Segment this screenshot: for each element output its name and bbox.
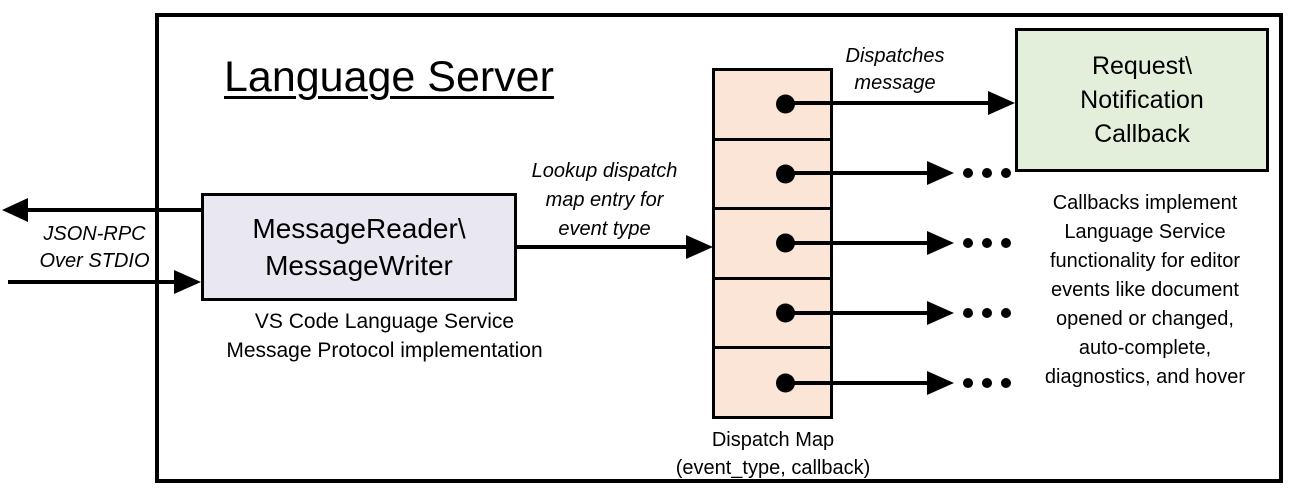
lookup-label-line2: map entry for — [545, 189, 664, 211]
dispatch-caption-line2: (event_type, callback) — [675, 457, 871, 479]
dispatch-arrowhead-icon — [988, 91, 1015, 115]
dispatch-arrow-line — [786, 101, 989, 105]
message-box-line2: MessageWriter — [265, 250, 453, 281]
callbacks-note-line: auto-complete, — [1078, 337, 1212, 359]
dispatches-label-line2: message — [854, 72, 936, 94]
stdio-label-line2: Over STDIO — [39, 250, 150, 272]
callback-box-line2: Notification — [1080, 86, 1204, 114]
callbacks-note-line: functionality for editor — [1049, 250, 1241, 272]
language-server-outer-box — [155, 13, 1283, 483]
request-notification-callback-box: Request\ Notification Callback — [1015, 28, 1269, 172]
dispatch-caption-line1: Dispatch Map — [711, 429, 835, 451]
ellipsis-dots-icon — [963, 238, 1011, 248]
ellipsis-dots-icon — [963, 168, 1011, 178]
dispatch-entry-dot — [776, 94, 795, 114]
stdio-in-arrow-line — [8, 280, 175, 284]
message-caption-line2: Message Protocol implementation — [226, 339, 543, 362]
lookup-label: Lookup dispatch map entry for event type — [497, 157, 712, 244]
stdio-out-arrowhead-icon — [2, 198, 28, 222]
dispatch-arrow-line — [786, 311, 928, 315]
ellipsis-dots-icon — [963, 378, 1011, 388]
dispatch-arrow-line — [786, 241, 928, 245]
message-box-line1: MessageReader\ — [252, 213, 466, 244]
callback-box-line3: Callback — [1094, 120, 1190, 148]
callback-box-line1: Request\ — [1091, 52, 1193, 80]
diagram-title: Language Server — [224, 53, 554, 101]
dispatch-arrowhead-icon — [927, 161, 954, 185]
dispatch-entry-dot — [776, 164, 795, 184]
dispatch-arrow-line — [786, 381, 928, 385]
dispatch-arrowhead-icon — [927, 371, 954, 395]
lookup-label-line1: Lookup dispatch — [531, 160, 678, 182]
callbacks-note-line: diagnostics, and hover — [1044, 366, 1246, 388]
message-caption-line1: VS Code Language Service — [254, 310, 515, 333]
callbacks-note-line: Callbacks implement — [1052, 192, 1238, 214]
callbacks-note-line: events like document — [1051, 279, 1239, 301]
dispatch-arrow-line — [786, 171, 928, 175]
lookup-arrowhead-icon — [686, 235, 713, 259]
dispatch-map-caption: Dispatch Map (event_type, callback) — [652, 426, 894, 482]
callbacks-note-line: Language Service — [1064, 221, 1226, 243]
stdio-out-arrow-line — [26, 208, 201, 212]
callbacks-note-line: opened or changed, — [1056, 308, 1234, 330]
stdio-label: JSON-RPC Over STDIO — [12, 221, 177, 275]
lookup-arrow-line — [516, 245, 688, 249]
dispatch-arrowhead-icon — [927, 301, 954, 325]
stdio-label-line1: JSON-RPC — [43, 223, 146, 245]
message-reader-writer-box: MessageReader\ MessageWriter — [201, 193, 517, 301]
dispatch-entry-dot — [776, 303, 795, 323]
message-box-caption: VS Code Language Service Message Protoco… — [192, 307, 577, 365]
stdio-in-arrowhead-icon — [174, 270, 201, 294]
lookup-label-line3: event type — [558, 218, 651, 240]
dispatch-entry-dot — [776, 233, 795, 253]
dispatches-label: Dispatches message — [836, 43, 954, 97]
dispatch-arrowhead-icon — [927, 231, 954, 255]
ellipsis-dots-icon — [963, 308, 1011, 318]
dispatch-entry-dot — [776, 373, 795, 393]
callbacks-note: Callbacks implement Language Service fun… — [1000, 189, 1290, 392]
dispatches-label-line1: Dispatches — [845, 45, 945, 67]
